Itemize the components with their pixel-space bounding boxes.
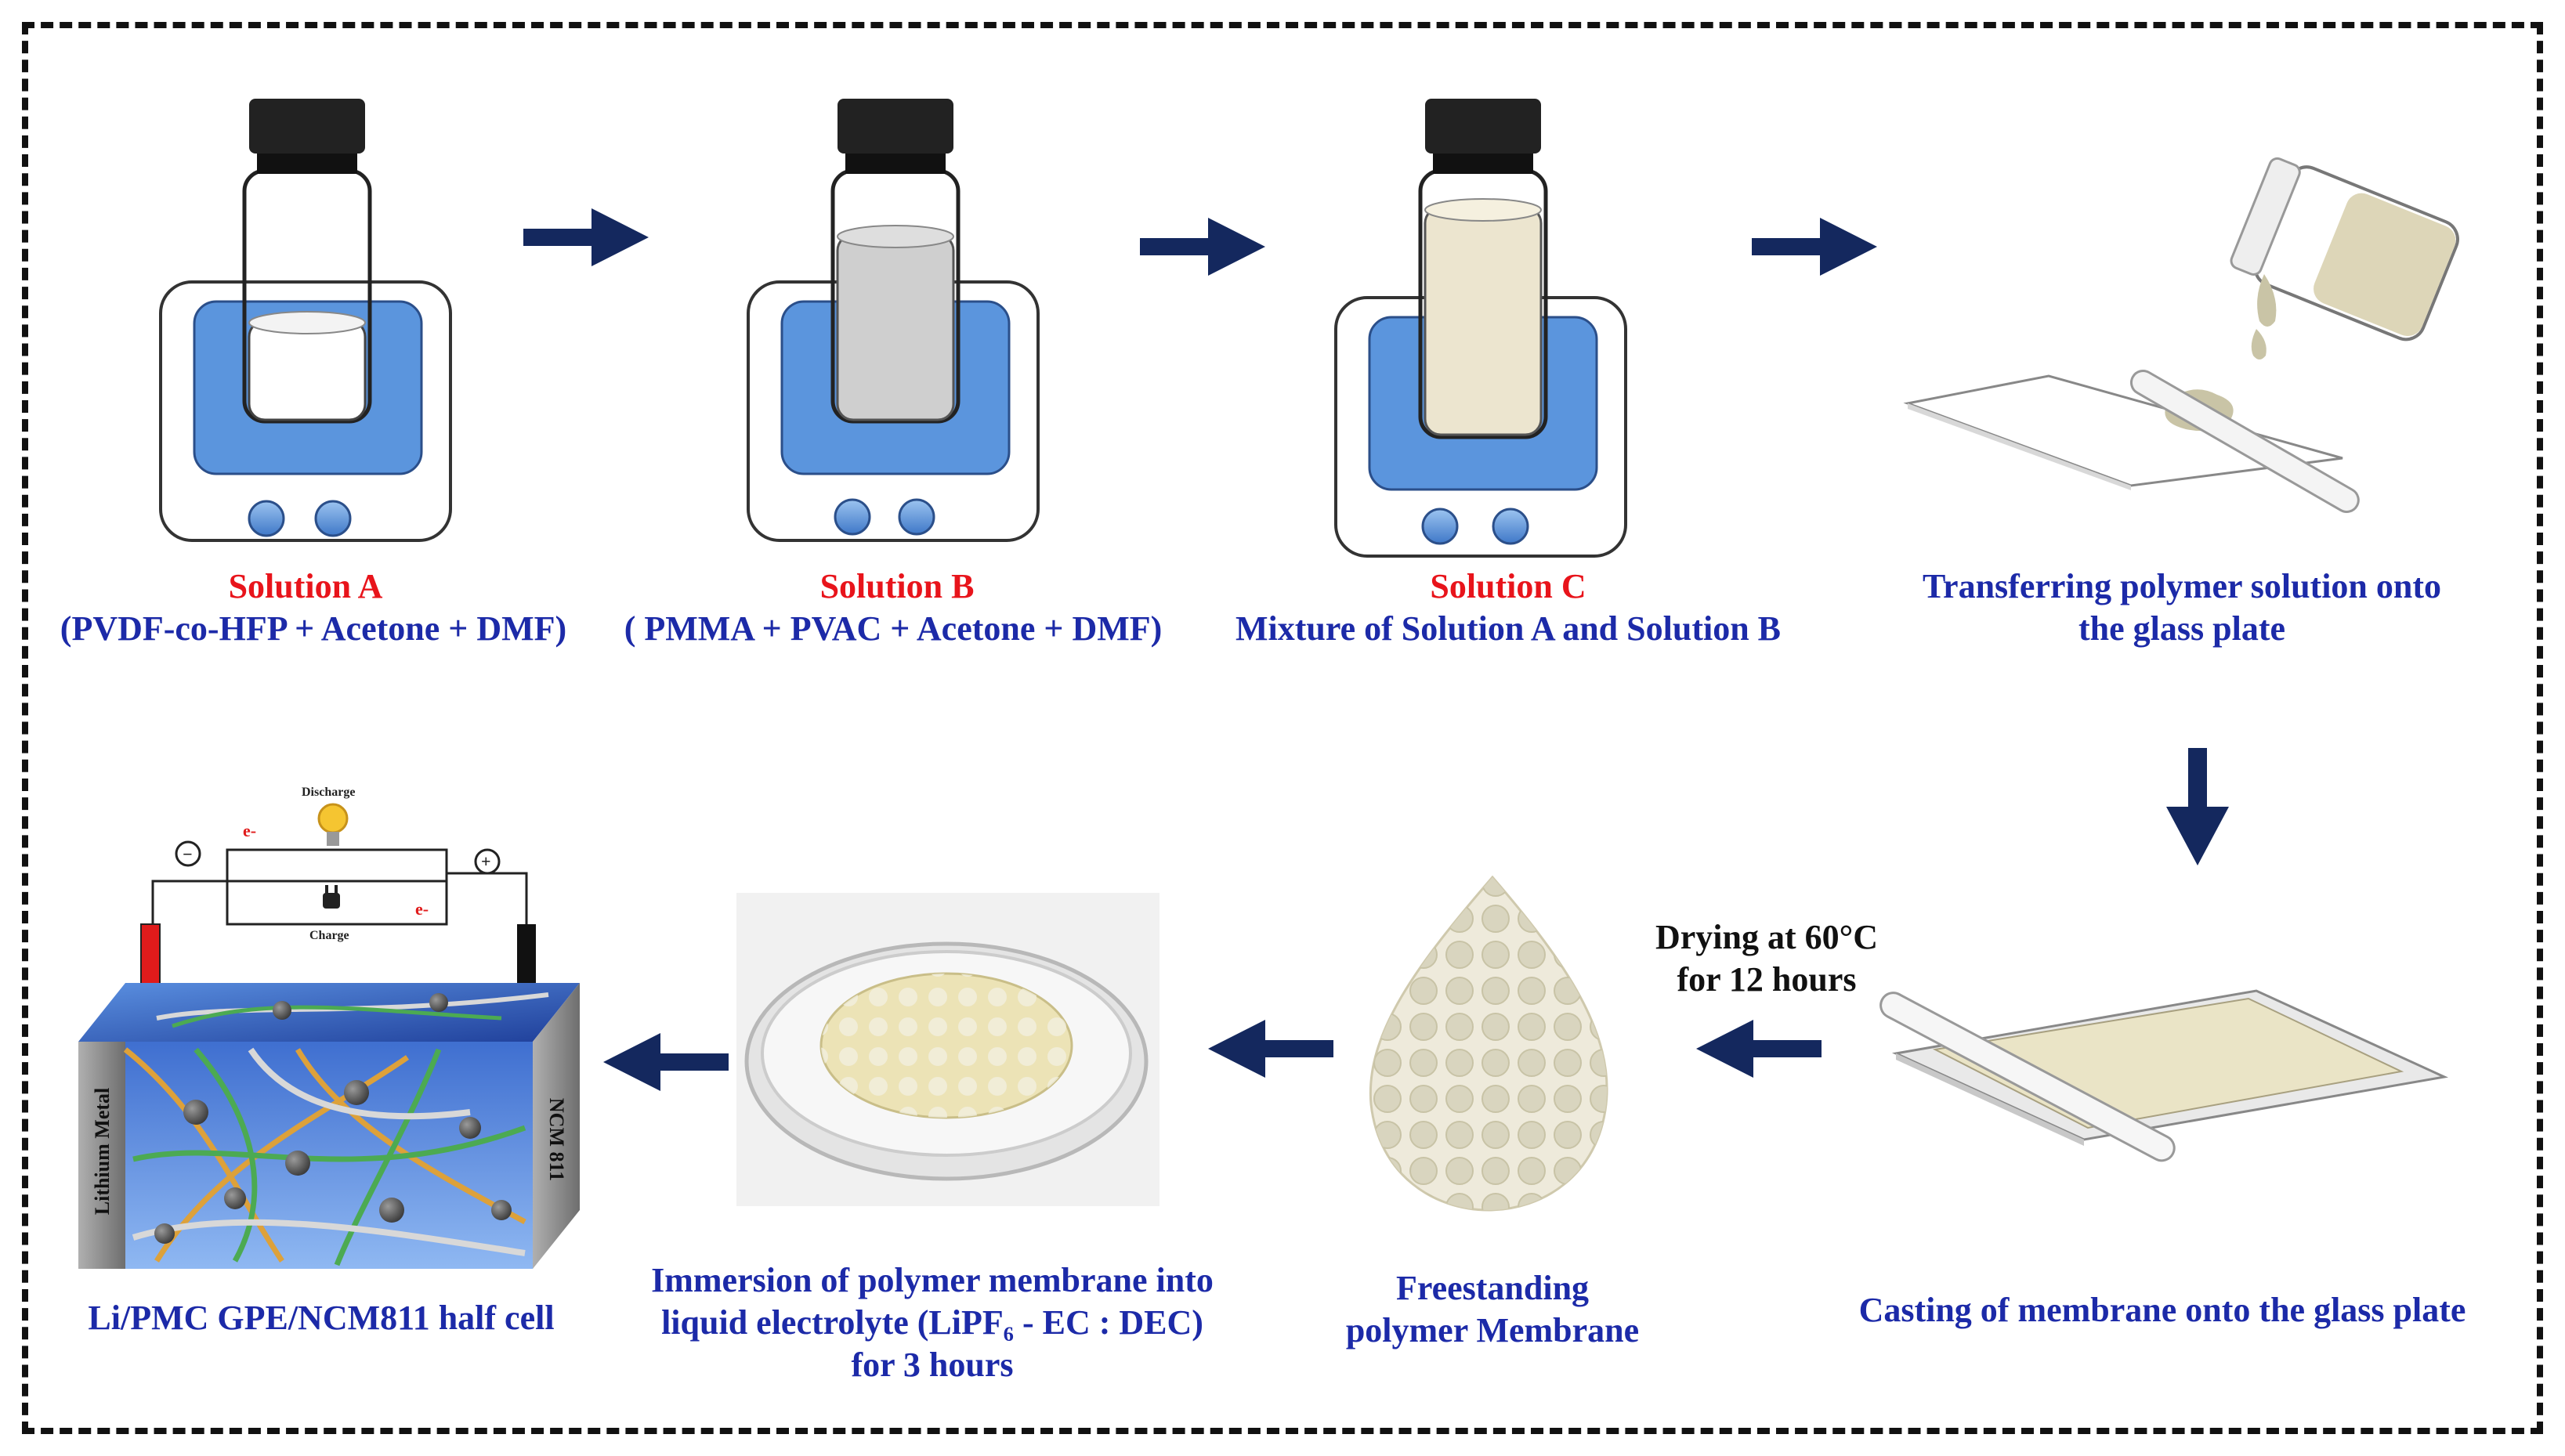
plus-sign: + bbox=[481, 851, 491, 871]
plus-terminal-icon bbox=[474, 848, 501, 875]
arrow-freestanding-to-immersion bbox=[1208, 1020, 1333, 1078]
transfer-line-1: Transferring polymer solution onto bbox=[1922, 567, 2442, 605]
half-cell bbox=[78, 803, 580, 1269]
electron-label-top: e- bbox=[243, 821, 257, 840]
casting-scene bbox=[1879, 989, 2449, 1162]
ncm811-side-label: NCM 811 bbox=[545, 1097, 568, 1182]
solution-a-desc: (PVDF-co-HFP + Acetone + DMF) bbox=[60, 609, 567, 648]
charge-label: Charge bbox=[309, 929, 349, 942]
stirrer-c bbox=[1334, 99, 1627, 558]
arrow-b-to-c bbox=[1140, 218, 1265, 276]
arrow-c-to-transfer bbox=[1752, 218, 1877, 276]
cell-label: Li/PMC GPE/NCM811 half cell bbox=[88, 1299, 555, 1337]
minus-terminal-icon bbox=[175, 840, 201, 867]
electron-label-bottom: e- bbox=[415, 899, 429, 919]
lightbulb-icon bbox=[317, 803, 349, 834]
pouring-scene bbox=[1903, 157, 2459, 513]
casting-label: Casting of membrane onto the glass plate bbox=[1858, 1291, 2466, 1329]
solution-a-title: Solution A bbox=[228, 567, 383, 605]
arrow-casting-to-freestanding bbox=[1696, 1020, 1822, 1078]
solution-b-title: Solution B bbox=[819, 567, 975, 605]
freestanding-line-1: Freestanding bbox=[1395, 1269, 1590, 1307]
immersion-line-3: for 3 hours bbox=[851, 1346, 1014, 1384]
plug-icon bbox=[323, 893, 340, 909]
petri-dish bbox=[736, 893, 1159, 1206]
immersion-line-1: Immersion of polymer membrane into bbox=[651, 1261, 1214, 1299]
minus-sign: − bbox=[183, 844, 193, 864]
lithium-metal-label: Lithium Metal bbox=[91, 1087, 114, 1216]
freestanding-membrane bbox=[1369, 875, 1608, 1212]
arrow-immersion-to-cell bbox=[603, 1033, 729, 1091]
drying-line-1: Drying at 60°C bbox=[1655, 918, 1879, 956]
freestanding-line-2: polymer Membrane bbox=[1345, 1311, 1640, 1349]
arrow-transfer-to-casting bbox=[2166, 748, 2229, 865]
discharge-label: Discharge bbox=[302, 786, 356, 799]
transfer-line-2: the glass plate bbox=[2078, 609, 2285, 648]
solution-c-desc: Mixture of Solution A and Solution B bbox=[1235, 609, 1782, 648]
stirrer-a bbox=[159, 99, 452, 542]
solution-c-title: Solution C bbox=[1430, 567, 1586, 605]
stirrer-b bbox=[747, 99, 1040, 542]
dashed-frame bbox=[22, 22, 2543, 1434]
immersion-line-2: liquid electrolyte (LiPF₆ - EC : DEC) bbox=[661, 1303, 1203, 1342]
solution-b-desc: ( PMMA + PVAC + Acetone + DMF) bbox=[624, 609, 1163, 648]
drying-line-2: for 12 hours bbox=[1677, 960, 1857, 999]
arrow-a-to-b bbox=[523, 208, 649, 266]
